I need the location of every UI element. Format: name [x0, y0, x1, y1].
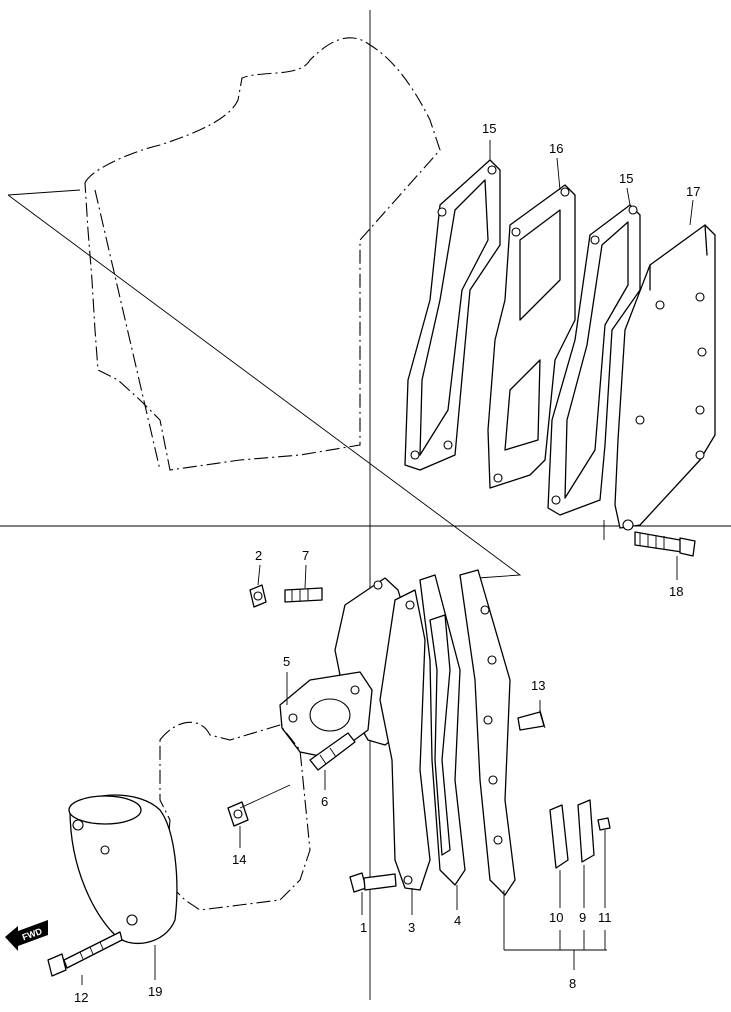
callout-3: 3: [408, 920, 415, 935]
reed-valve-plate-3: [379, 589, 431, 891]
callout-17: 17: [686, 184, 700, 199]
fwd-direction-badge: FWD: [5, 920, 48, 951]
gasket-15-first: [404, 159, 501, 471]
nut-14: [227, 801, 249, 827]
callout-15-first: 15: [482, 121, 496, 136]
bolt-18: [603, 520, 696, 557]
lower-engine-outline: [159, 721, 311, 911]
engine-block-inner-edge: [94, 189, 161, 471]
callout-13: 13: [531, 678, 545, 693]
screw-11: [597, 817, 611, 831]
callout-1: 1: [360, 920, 367, 935]
stud-6: [309, 732, 356, 771]
gasket-16: [487, 184, 576, 489]
callout-12: 12: [74, 990, 88, 1005]
bolt-12: [47, 931, 123, 977]
callout-10: 10: [549, 910, 563, 925]
reed-valve-assembly-8: [459, 569, 516, 896]
callout-5: 5: [283, 654, 290, 669]
callout-2: 2: [255, 548, 262, 563]
callout-16: 16: [549, 141, 563, 156]
silencer-19: [68, 794, 178, 945]
callout-18: 18: [669, 584, 683, 599]
reed-petal-9: [577, 799, 595, 863]
assembly-leader-triangle: [7, 189, 522, 579]
callout-14: 14: [232, 852, 246, 867]
callout-19: 19: [148, 984, 162, 999]
leader-lines: [81, 140, 694, 985]
gasket-4: [419, 574, 466, 886]
screw-13: [517, 709, 546, 731]
engine-block-outline: [84, 37, 441, 471]
exhaust-cover-17: [614, 224, 716, 531]
callout-7: 7: [302, 548, 309, 563]
bolt-1: [349, 872, 397, 893]
callout-9: 9: [579, 910, 586, 925]
stud-7: [284, 587, 323, 603]
callout-6: 6: [321, 794, 328, 809]
callout-8: 8: [569, 976, 576, 991]
nut-2: [249, 584, 267, 608]
callout-11: 11: [598, 910, 612, 925]
reed-stopper-10: [549, 804, 569, 869]
callout-4: 4: [454, 913, 461, 928]
gasket-15-second: [547, 204, 641, 516]
callout-15-second: 15: [619, 171, 633, 186]
